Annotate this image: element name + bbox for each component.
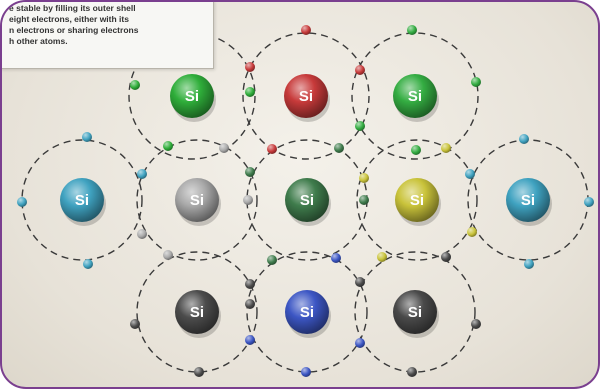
si-atom-middle-far-left xyxy=(60,178,104,222)
electron-dot xyxy=(137,169,147,179)
electron-dot xyxy=(245,335,255,345)
electron-dot xyxy=(471,319,481,329)
si-atom-middle-far-left-shell xyxy=(21,139,143,261)
electron-dot xyxy=(245,62,255,72)
si-atom-middle-left-label: Si xyxy=(190,192,204,209)
electron-dot xyxy=(267,144,277,154)
si-atom-top-right xyxy=(393,74,437,118)
electron-dot xyxy=(465,169,475,179)
valence-electrons xyxy=(17,23,594,377)
electron-dot xyxy=(355,338,365,348)
si-atom-top-left-shell xyxy=(128,32,256,160)
electron-dot xyxy=(194,367,204,377)
electron-dot xyxy=(441,252,451,262)
electron-dot xyxy=(130,319,140,329)
electron-dot xyxy=(83,259,93,269)
electron-dot xyxy=(359,173,369,183)
electron-dot xyxy=(331,253,341,263)
caption-line: e stable by filling its outer shell xyxy=(9,3,136,13)
electron-dot xyxy=(441,143,451,153)
si-atom-bottom-center xyxy=(285,290,329,334)
electron-dot xyxy=(163,141,173,151)
caption-box: e stable by filling its outer shell eigh… xyxy=(2,2,214,69)
electron-dot xyxy=(359,195,369,205)
electron-dot xyxy=(245,279,255,289)
caption-line: h other atoms. xyxy=(9,36,68,46)
si-atom-middle-right-label: Si xyxy=(410,192,424,209)
electron-dot xyxy=(301,367,311,377)
electron-dot xyxy=(301,25,311,35)
si-atom-top-center-shell xyxy=(242,32,370,160)
si-atom-top-right-shell xyxy=(351,32,479,160)
electron-dot xyxy=(245,299,255,309)
si-atom-bottom-center-shell xyxy=(246,251,368,373)
si-atom-bottom-right-shell xyxy=(354,251,476,373)
electron-dot xyxy=(471,77,481,87)
electron-dot xyxy=(137,229,147,239)
caption-line: eight electrons, either with its xyxy=(9,14,129,24)
electron-dot xyxy=(163,250,173,260)
electron-dot xyxy=(355,121,365,131)
si-atom-top-left-label: Si xyxy=(185,88,199,105)
electron-dot xyxy=(17,197,27,207)
electron-dot xyxy=(334,143,344,153)
si-atom-bottom-center-label: Si xyxy=(300,304,314,321)
si-atom-middle-far-left-label: Si xyxy=(75,192,89,209)
electron-dot xyxy=(584,197,594,207)
electron-dot xyxy=(407,367,417,377)
si-atom-bottom-left-shell xyxy=(136,251,258,373)
electron-dot xyxy=(377,252,387,262)
si-atom-bottom-right xyxy=(393,290,437,334)
electron-dot xyxy=(355,277,365,287)
si-atom-middle-far-right xyxy=(506,178,550,222)
electron-dot xyxy=(407,25,417,35)
electron-dot xyxy=(130,80,140,90)
electron-dot xyxy=(245,87,255,97)
si-atom-middle-center-label: Si xyxy=(300,192,314,209)
si-atom-top-center-label: Si xyxy=(299,88,313,105)
si-atom-middle-right-shell xyxy=(356,139,478,261)
si-atom-middle-left-shell xyxy=(136,139,258,261)
electron-dot xyxy=(219,143,229,153)
electron-dot xyxy=(519,134,529,144)
si-atom-top-right-label: Si xyxy=(408,88,422,105)
caption-line: n electrons or sharing electrons xyxy=(9,25,139,35)
si-atom-bottom-left xyxy=(175,290,219,334)
si-atom-top-left xyxy=(170,74,214,118)
si-atom-middle-left xyxy=(175,178,219,222)
si-atom-middle-center xyxy=(285,178,329,222)
si-atom-top-center xyxy=(284,74,328,118)
si-atom-bottom-right-label: Si xyxy=(408,304,422,321)
electron-dot xyxy=(245,167,255,177)
si-atom-middle-right xyxy=(395,178,439,222)
electron-dot xyxy=(355,65,365,75)
electron-dot xyxy=(267,255,277,265)
si-atom-bottom-left-label: Si xyxy=(190,304,204,321)
si-atom-middle-far-right-label: Si xyxy=(521,192,535,209)
electron-dot xyxy=(411,145,421,155)
electron-dot xyxy=(524,259,534,269)
electron-dot xyxy=(243,195,253,205)
electron-dot xyxy=(467,227,477,237)
electron-dot xyxy=(82,132,92,142)
